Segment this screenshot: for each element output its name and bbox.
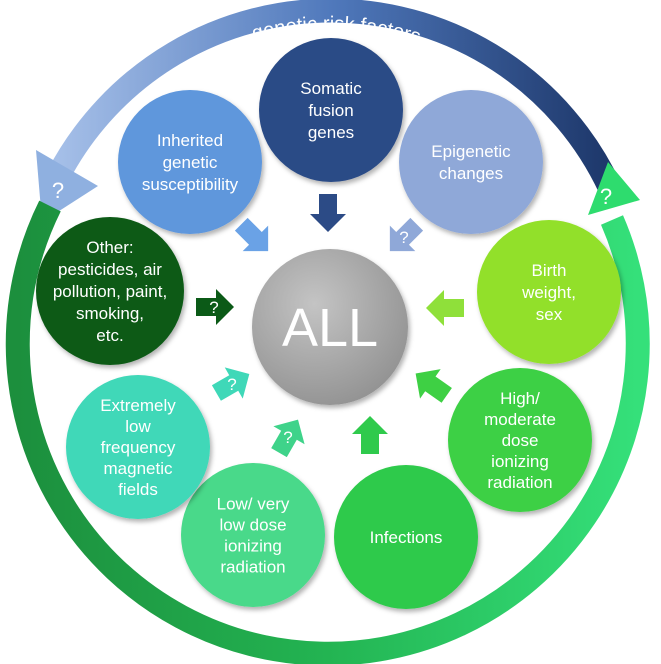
- factor-label-line: Low/ very: [217, 494, 290, 513]
- arrow-shape: [415, 369, 452, 403]
- inner-arrows: ????: [196, 194, 464, 458]
- arrow-question-mark: ?: [399, 228, 408, 247]
- factor-label-line: genes: [308, 123, 354, 142]
- arrow-infections: [352, 416, 388, 454]
- factor-circle: [399, 90, 543, 234]
- factor-label-line: High/: [500, 389, 540, 408]
- factor-label-line: magnetic: [104, 459, 173, 478]
- arrow-shape: [211, 367, 250, 401]
- center-node: ALL: [252, 249, 408, 405]
- factor-label-line: Epigenetic: [431, 142, 511, 161]
- arrow-shape: [310, 194, 346, 232]
- factor-label-line: low: [125, 417, 151, 436]
- factor-label-line: pesticides, air: [58, 260, 162, 279]
- arrow-shape: [426, 290, 464, 326]
- arrow-birth: [426, 290, 464, 326]
- arrow-high-dose: [415, 369, 452, 403]
- factor-circle: [259, 38, 403, 182]
- factor-label-line: radiation: [487, 473, 552, 492]
- environmental-arc: [5, 200, 650, 664]
- arrow-shape: [271, 419, 305, 458]
- factor-circle: [477, 220, 621, 364]
- factor-label-line: ionizing: [224, 536, 282, 555]
- arrow-shape: [234, 217, 269, 252]
- factor-label-line: fusion: [308, 101, 353, 120]
- center-circle: [252, 249, 408, 405]
- factor-low-dose: Low/ very low dose ionizing radiation: [181, 463, 325, 607]
- factor-label-line: Birth: [532, 261, 567, 280]
- environmental-arrow-head: [588, 162, 640, 215]
- arrow-shape: [389, 217, 424, 252]
- factor-high-dose: High/moderate dose ionizing radiation: [448, 368, 592, 512]
- environmental-arrow-mark: ?: [600, 184, 612, 209]
- factor-label-line: pollution, paint,: [53, 282, 167, 301]
- factor-label-line: Infections: [370, 528, 443, 547]
- factor-emf: Extremely low frequency magnetic fields: [66, 375, 210, 519]
- arrow-question-mark: ?: [227, 375, 236, 394]
- factor-label-line: frequency: [101, 438, 176, 457]
- arrow-question-mark: ?: [209, 298, 218, 317]
- factor-circle: [118, 90, 262, 234]
- factor-epigenetic: Epigenetic changes: [399, 90, 543, 234]
- genetic-arc: [47, 0, 621, 194]
- factor-label-line: radiation: [220, 557, 285, 576]
- factor-other: Other: pesticides, air pollution, paint, sm…: [36, 217, 184, 365]
- arrow-somatic: [310, 194, 346, 232]
- factor-label-line: weight,: [521, 283, 576, 302]
- factor-label-line: moderate: [484, 410, 556, 429]
- arrow-shape: [352, 416, 388, 454]
- factor-label-line: sex: [536, 305, 563, 324]
- factor-label-line: susceptibility: [142, 175, 239, 194]
- arrow-epigenetic: [389, 217, 424, 252]
- arrow-question-mark: ?: [283, 428, 292, 447]
- factor-label-line: genetic: [163, 153, 218, 172]
- factor-birth: Birth weight, sex: [477, 220, 621, 364]
- factor-circle: [36, 217, 184, 365]
- arrow-emf: [211, 367, 250, 401]
- arrow-other: [196, 289, 234, 325]
- factor-label-line: dose: [502, 431, 539, 450]
- factor-label-line: smoking,: [76, 304, 144, 323]
- factor-somatic: Somatic fusion genes: [259, 38, 403, 182]
- factor-label-line: Somatic: [300, 79, 362, 98]
- factor-label-line: etc.: [96, 326, 123, 345]
- factor-circle: [448, 368, 592, 512]
- center-label: ALL: [282, 298, 378, 358]
- factor-label-line: Inherited: [157, 131, 223, 150]
- genetic-arrow-head: [36, 150, 98, 222]
- factor-label-line: Other:: [86, 238, 133, 257]
- factor-label-line: fields: [118, 480, 158, 499]
- genetic-arrow-mark: ?: [52, 178, 64, 203]
- arrow-shape: [196, 289, 234, 325]
- arrow-inherited: [234, 217, 269, 252]
- factor-label-line: low dose: [219, 515, 286, 534]
- factor-infections: Infections: [334, 465, 478, 609]
- factor-circle: [334, 465, 478, 609]
- arrow-low-dose: [271, 419, 305, 458]
- factor-label-line: ionizing: [491, 452, 549, 471]
- factor-circle: [66, 375, 210, 519]
- factor-label-line: Extremely: [100, 396, 176, 415]
- factor-inherited: Inherited genetic susceptibility: [118, 90, 262, 234]
- factor-circle: [181, 463, 325, 607]
- factor-label-line: changes: [439, 164, 503, 183]
